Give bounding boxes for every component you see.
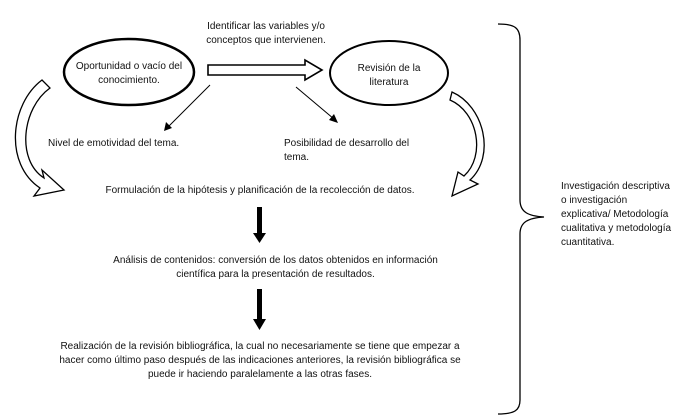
desarrollo-text: Posibilidad de desarrollo del tema. <box>284 138 410 163</box>
right-brace <box>497 23 545 415</box>
emotividad-text: Nivel de emotividad del tema. <box>48 138 180 149</box>
thin-arrow-right <box>295 86 338 123</box>
analisis-text: Análisis de contenidos: conversión de lo… <box>113 255 438 280</box>
down-arrow-1 <box>253 207 266 243</box>
thin-arrow-left <box>164 84 211 131</box>
hollow-right-arrow <box>207 58 324 82</box>
curved-arrow-left <box>14 79 66 197</box>
down-arrow-2 <box>253 289 266 330</box>
ellipse-left-shape <box>62 37 196 107</box>
side-note-text: Investigación descriptiva o investigació… <box>561 181 672 248</box>
curved-arrow-right <box>449 91 485 198</box>
ellipse-right-shape <box>329 40 449 106</box>
ellipse-right-text: Revisión de la literatura <box>357 63 421 88</box>
ellipse-left-text: Oportunidad o vacío del conocimiento. <box>75 61 183 86</box>
realizacion-text: Realización de la revisión bibliográfica… <box>59 341 461 380</box>
top-text: Identificar las variables y/o conceptos … <box>206 21 326 46</box>
formulacion-text: Formulación de la hipótesis y planificac… <box>105 185 415 196</box>
